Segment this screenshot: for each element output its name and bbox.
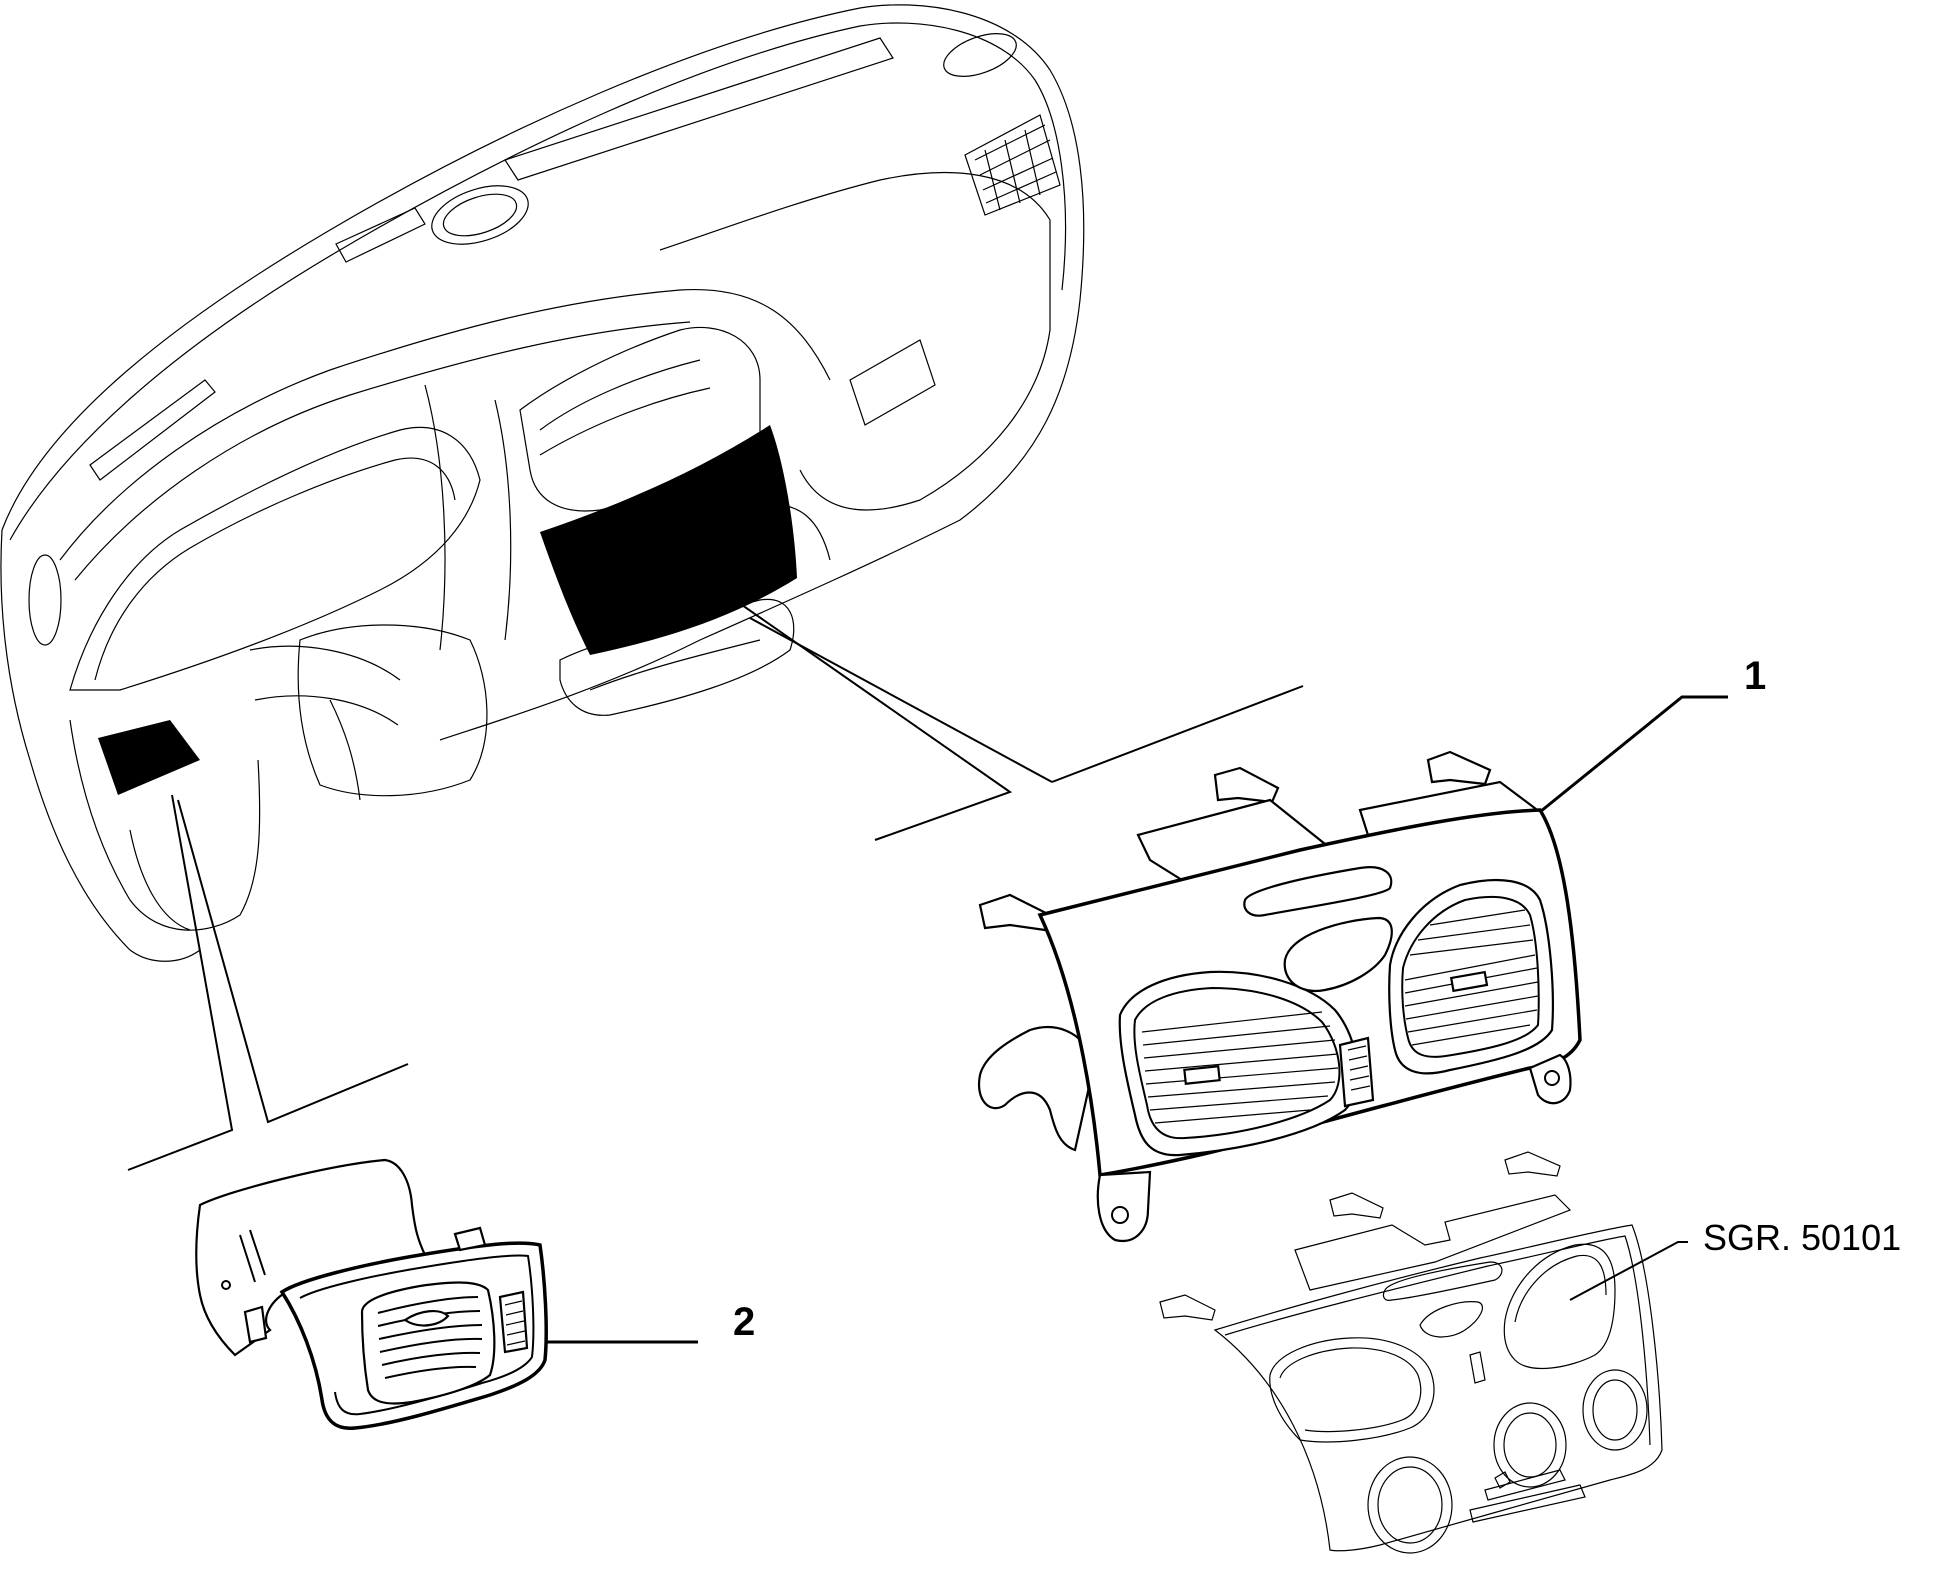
side-vent-location-marker (98, 720, 200, 795)
central-vent-location-marker (540, 425, 797, 655)
reference-trim-panel (1159, 1151, 1663, 1554)
callout-part-2-label: 2 (733, 1300, 755, 1344)
left-vent-adjuster-knob (1183, 1065, 1221, 1085)
callout-part-1-label: 1 (1744, 654, 1766, 698)
dashboard-outline (0, 4, 1085, 962)
right-vent-adjuster-knob (1449, 970, 1489, 993)
callout-reference-label: SGR. 50101 (1703, 1217, 1901, 1258)
part-2-side-vent (195, 1158, 548, 1430)
location-highlights (98, 425, 797, 795)
left-vent-louvers (1141, 1011, 1339, 1124)
leader-lines (127, 604, 1728, 1344)
part-1-central-vent-assembly (977, 750, 1582, 1243)
